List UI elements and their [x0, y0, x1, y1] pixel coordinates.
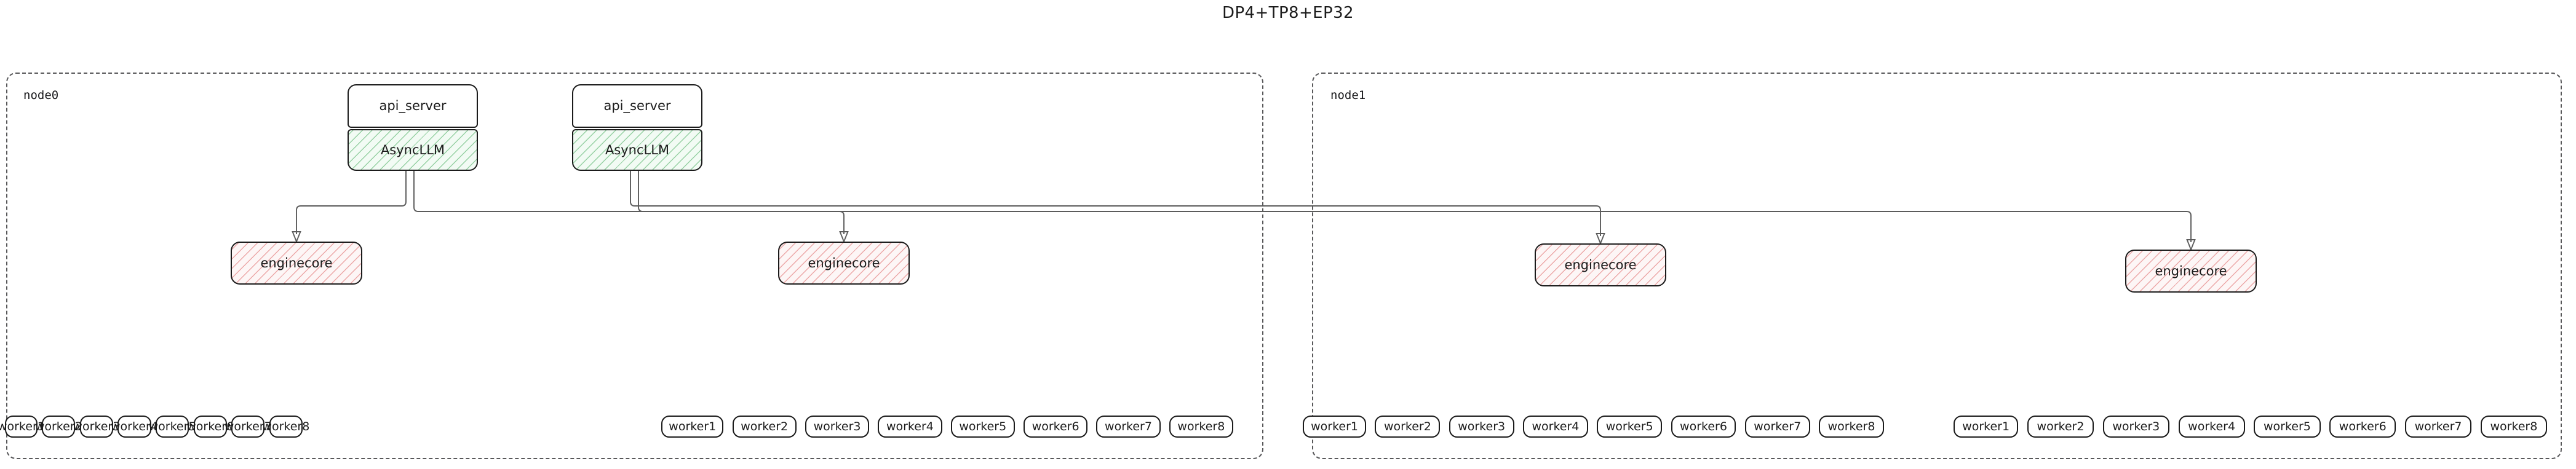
enginecore-box-4[interactable]: enginecore	[2125, 250, 2257, 293]
worker-label: worker6	[1680, 419, 1727, 433]
worker-box[interactable]: worker3	[73, 416, 120, 438]
enginecore-label: enginecore	[2155, 263, 2227, 278]
worker-label: worker4	[2188, 419, 2236, 433]
asyncllm-box-2[interactable]: AsyncLLM	[572, 129, 702, 171]
worker-label: worker1	[669, 419, 717, 433]
api-server-label: api_server	[603, 98, 671, 113]
worker-label: worker2	[2037, 419, 2085, 433]
api-server-box-2[interactable]: api_server	[572, 84, 702, 128]
node-container-node0	[6, 73, 1263, 459]
worker-label: worker8	[262, 419, 310, 433]
worker-label: worker8	[1827, 419, 1875, 433]
worker-box[interactable]: worker8	[262, 416, 309, 438]
enginecore-box-2[interactable]: enginecore	[778, 242, 910, 285]
worker-box[interactable]: worker3	[805, 416, 870, 438]
enginecore-box-1[interactable]: enginecore	[231, 242, 362, 285]
worker-box[interactable]: worker7	[2404, 416, 2472, 438]
worker-box[interactable]: worker5	[1597, 416, 1663, 438]
worker-label: worker1	[0, 419, 45, 433]
worker-label: worker6	[186, 419, 234, 433]
worker-label: worker4	[886, 419, 934, 433]
asyncllm-label: AsyncLLM	[380, 142, 445, 157]
worker-label: worker7	[2414, 419, 2462, 433]
worker-box[interactable]: worker1	[1954, 416, 2019, 438]
enginecore-label: enginecore	[808, 255, 880, 270]
worker-box[interactable]: worker6	[1671, 416, 1736, 438]
worker-box[interactable]: worker6	[186, 416, 234, 438]
worker-box[interactable]: worker7	[1096, 416, 1161, 438]
asyncllm-box-1[interactable]: AsyncLLM	[348, 129, 478, 171]
worker-label: worker4	[111, 419, 158, 433]
worker-box[interactable]: worker5	[950, 416, 1015, 438]
worker-label: worker2	[741, 419, 789, 433]
api-server-box-1[interactable]: api_server	[348, 84, 478, 128]
worker-box[interactable]: worker7	[225, 416, 272, 438]
worker-label: worker7	[1754, 419, 1802, 433]
worker-label: worker1	[1311, 419, 1358, 433]
worker-box[interactable]: worker2	[2027, 416, 2094, 438]
worker-box[interactable]: worker8	[2480, 416, 2547, 438]
worker-box[interactable]: worker4	[878, 416, 942, 438]
worker-label: worker6	[2339, 419, 2387, 433]
worker-label: worker8	[2490, 419, 2538, 433]
worker-label: worker5	[959, 419, 1007, 433]
worker-box[interactable]: worker1	[0, 416, 45, 438]
node-label-node1: node1	[1330, 89, 1366, 102]
worker-box[interactable]: worker7	[1744, 416, 1810, 438]
worker-label: worker7	[224, 419, 272, 433]
node-label-node0: node0	[23, 89, 59, 102]
worker-label: worker5	[2263, 419, 2311, 433]
page-title: DP4+TP8+EP32	[1222, 4, 1354, 22]
worker-box[interactable]: worker3	[1449, 416, 1514, 438]
worker-box[interactable]: worker8	[1169, 416, 1233, 438]
worker-box[interactable]: worker4	[2178, 416, 2245, 438]
worker-label: worker5	[148, 419, 196, 433]
worker-label: worker5	[1605, 419, 1653, 433]
api-server-label: api_server	[379, 98, 447, 113]
enginecore-label: enginecore	[1564, 257, 1637, 272]
worker-label: worker8	[1177, 419, 1225, 433]
worker-label: worker4	[1532, 419, 1580, 433]
node-container-node1	[1312, 73, 2562, 459]
worker-box[interactable]: worker2	[732, 416, 797, 438]
worker-box[interactable]: worker8	[1819, 416, 1884, 438]
worker-label: worker7	[1105, 419, 1152, 433]
worker-box[interactable]: worker6	[2329, 416, 2396, 438]
worker-label: worker3	[1458, 419, 1506, 433]
worker-label: worker2	[34, 419, 82, 433]
worker-box[interactable]: worker6	[1024, 416, 1088, 438]
worker-box[interactable]: worker1	[661, 416, 724, 438]
worker-label: worker3	[813, 419, 861, 433]
worker-box[interactable]: worker3	[2102, 416, 2169, 438]
worker-box[interactable]: worker2	[1375, 416, 1441, 438]
asyncllm-label: AsyncLLM	[605, 142, 670, 157]
worker-label: worker3	[73, 419, 121, 433]
worker-box[interactable]: worker2	[35, 416, 82, 438]
worker-label: worker3	[2112, 419, 2160, 433]
worker-label: worker1	[1962, 419, 2010, 433]
worker-label: worker6	[1032, 419, 1079, 433]
worker-box[interactable]: worker5	[2254, 416, 2321, 438]
worker-box[interactable]: worker4	[1522, 416, 1588, 438]
worker-box[interactable]: worker1	[1303, 416, 1367, 438]
enginecore-box-3[interactable]: enginecore	[1535, 243, 1666, 286]
worker-box[interactable]: worker5	[149, 416, 196, 438]
worker-box[interactable]: worker4	[111, 416, 158, 438]
worker-label: worker2	[1383, 419, 1431, 433]
enginecore-label: enginecore	[260, 255, 333, 270]
